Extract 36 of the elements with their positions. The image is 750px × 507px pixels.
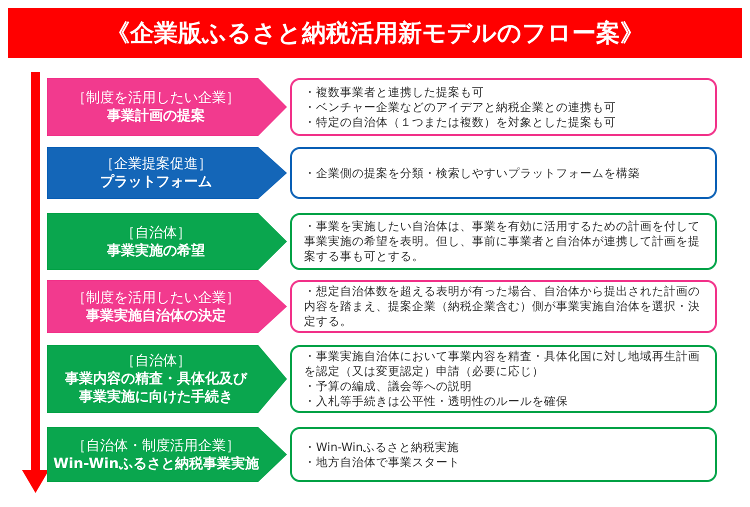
description-box [290,147,717,199]
bullet-text: ・ベンチャー企業などのアイデアと納税企業との連携も可 [304,100,617,114]
actor-label: ［企業提案促進］ [100,155,212,173]
description-box [290,78,717,136]
description-box [290,427,717,482]
bullet-text: ・予算の編成、議会等への説明 [304,379,473,394]
step-title: 事業実施自治体の決定 [86,306,226,324]
step-banner [47,78,287,136]
step-banner [47,345,287,413]
description-box [290,345,717,413]
description-box [290,280,717,333]
step-title: 事業内容の精査・具体化及び事業実施に向けた手続き [64,370,248,406]
step-title: 事業計画の提案 [107,107,205,125]
actor-label: ［自治体］ [121,224,191,242]
step-title: Win-Winふるさと納税事業実施 [53,454,259,472]
bullet-text: ・企業側の提案を分類・検索しやすいプラットフォームを構築 [304,166,641,180]
actor-label: ［自治体］ [121,352,191,370]
actor-label: ［制度を活用したい企業］ [72,288,240,306]
step-title: 事業実施の希望 [107,242,205,260]
bullet-text: ・事業実施自治体において事業内容を精査・具体化国に対し地域再生計画を認定（又は変更認定）申請（必要に応じ） [304,349,701,379]
step-banner [47,147,287,199]
bullet-text: ・想定自治体数を超える表明が有った場合、自治体から提出された計画の内容を踏まえ、提案企業（納税企業含む）側が事業実施自治体を選択・決定する。 [304,284,701,329]
bullet-text: ・特定の自治体（１つまたは複数）を対象とした提案も可 [304,114,617,130]
description-box [290,213,717,270]
step-banner [47,280,287,333]
bullet-text: ・複数事業者と連携した提案も可 [304,84,485,100]
bullet-text: ・地方自治体で事業スタート [304,454,461,470]
bullet-text: ・事業を実施したい自治体は、事業を有効に活用するための計画を付して事業実施の希望を表明。但し、事前に事業者と自治体が連携して計画を提案する事も可とする。 [304,219,701,264]
step-banner [47,213,287,270]
step-banner [47,427,287,482]
actor-label: ［制度を活用したい企業］ [72,89,240,107]
bullet-text: ・Win-Winふるさと納税実施 [304,440,460,454]
step-title: プラットフォーム [100,173,212,191]
title-banner: 《企業版ふるさと納税活用新モデルのフロー案》 [8,8,742,58]
bullet-text: ・入札等手続きは公平性・透明性のルールを確保 [304,394,569,409]
actor-label: ［自治体・制度活用企業］ [72,436,240,454]
